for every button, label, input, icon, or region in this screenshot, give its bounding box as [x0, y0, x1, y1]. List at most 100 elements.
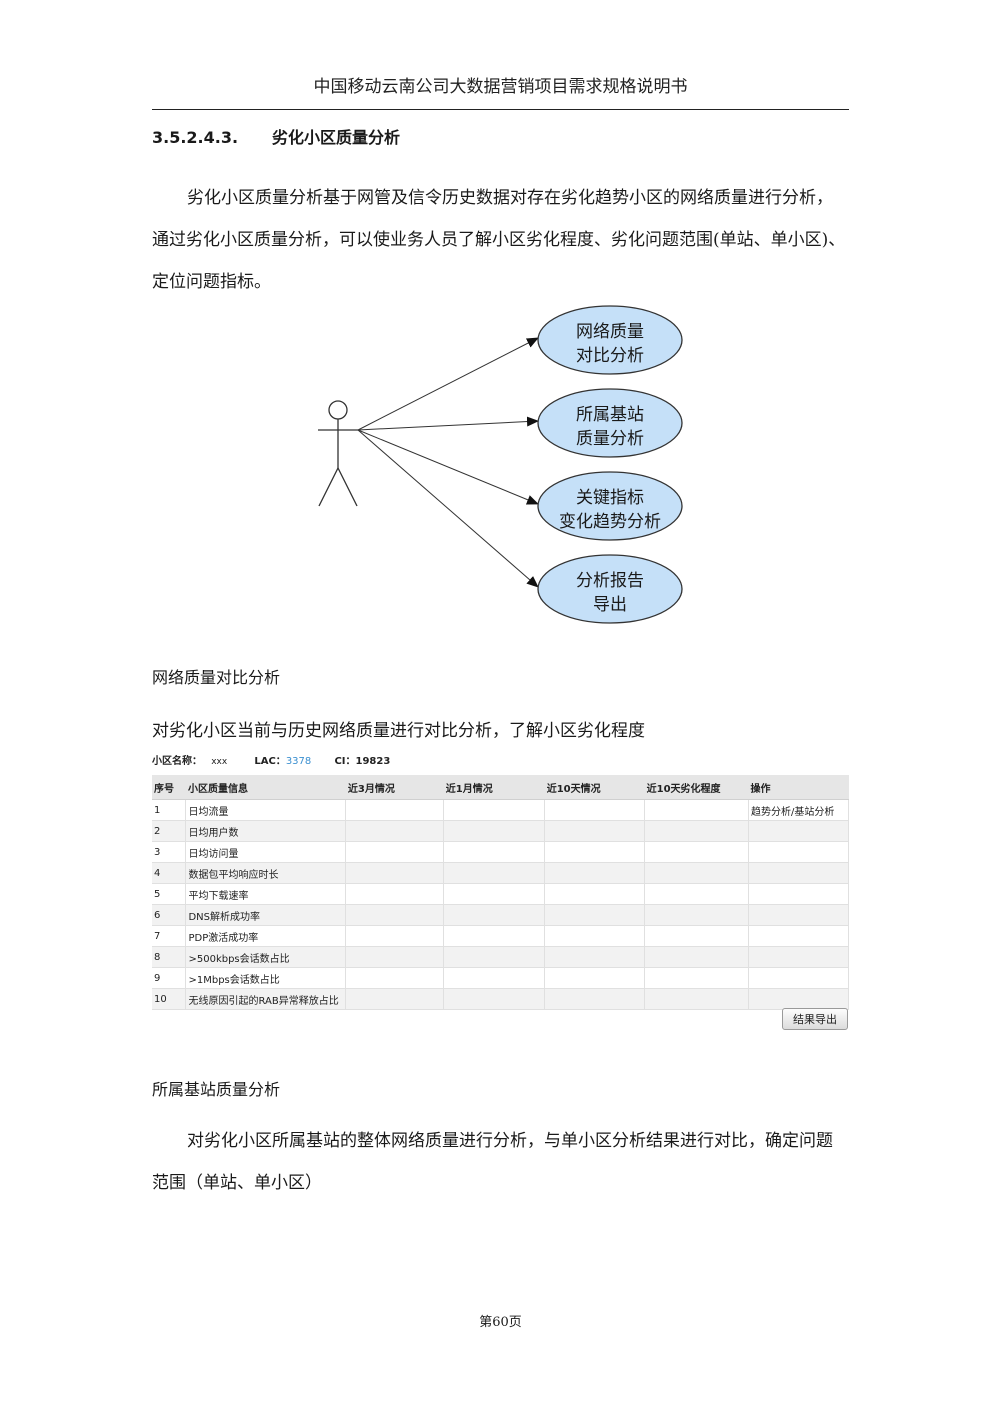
row-index: 3: [152, 841, 187, 863]
row-action: [748, 841, 849, 863]
row-quality-info: DNS解析成功率: [185, 904, 347, 926]
use-case-ellipse: [537, 554, 683, 624]
actor-figure: [318, 400, 358, 507]
use-case-label-line-1: 分析报告: [576, 571, 644, 591]
use-case-ellipse: [537, 471, 683, 541]
row-index: 1: [152, 799, 187, 821]
cell-10-day-degradation: [644, 820, 750, 842]
cell-1-month: [443, 925, 546, 947]
subsection-title-base-station: 所属基站质量分析: [152, 1080, 281, 1099]
use-case-1: 网络质量对比分析: [537, 305, 683, 375]
row-quality-info: 数据包平均响应时长: [185, 862, 347, 884]
row-quality-info: 无线原因引起的RAB异常释放占比: [185, 988, 347, 1010]
use-case-2: 所属基站质量分析: [537, 388, 683, 458]
cell-10-day-degradation: [644, 904, 750, 926]
table-row: 9>1Mbps会话数占比: [152, 967, 849, 989]
cell-3-months: [345, 799, 445, 821]
ci-label: CI：: [334, 756, 356, 767]
cell-3-months: [345, 883, 445, 905]
cell-3-months: [345, 925, 445, 947]
row-action: [748, 862, 849, 884]
row-quality-info: 日均访问量: [185, 841, 347, 863]
row-quality-info: 日均用户数: [185, 820, 347, 842]
row-index: 7: [152, 925, 187, 947]
cell-10-day-degradation: [644, 967, 750, 989]
row-index: 9: [152, 967, 187, 989]
intro-line-2: 通过劣化小区质量分析，可以使业务人员了解小区劣化程度、劣化问题范围(单站、单小区…: [152, 230, 846, 250]
cell-1-month: [443, 883, 546, 905]
section-title: 劣化小区质量分析: [272, 128, 401, 147]
export-results-button[interactable]: 结果导出: [782, 1008, 848, 1030]
use-case-ellipse: [537, 388, 683, 458]
row-action[interactable]: 趋势分析/基站分析: [748, 799, 849, 821]
cell-3-months: [345, 988, 445, 1010]
row-index: 8: [152, 946, 187, 968]
cell-3-months: [345, 841, 445, 863]
row-index: 5: [152, 883, 187, 905]
cell-10-days: [544, 883, 646, 905]
cell-1-month: [443, 904, 546, 926]
cell-10-days: [544, 862, 646, 884]
cell-10-days: [544, 820, 646, 842]
table-header-row: 序号 小区质量信息 近3月情况 近1月情况 近10天情况 近10天劣化程度 操作: [152, 775, 849, 800]
cell-10-days: [544, 946, 646, 968]
col-header-1-month: 近1月情况: [443, 775, 545, 800]
row-action: [748, 946, 849, 968]
use-case-label-line-2: 变化趋势分析: [559, 512, 661, 532]
cell-10-day-degradation: [644, 841, 750, 863]
base-station-desc-line-1: 对劣化小区所属基站的整体网络质量进行分析，与单小区分析结果进行对比，确定问题: [187, 1131, 833, 1151]
use-case-label-line-1: 关键指标: [576, 488, 644, 508]
use-case-ellipse: [537, 305, 683, 375]
arrow-to-use-case-2: [357, 416, 539, 431]
cell-name-value: xxx: [211, 757, 228, 767]
network-quality-desc: 对劣化小区当前与历史网络质量进行对比分析，了解小区劣化程度: [152, 721, 645, 741]
cell-10-days: [544, 925, 646, 947]
cell-10-day-degradation: [644, 946, 750, 968]
col-header-idx: 序号: [152, 775, 186, 800]
ci-value: 19823: [355, 756, 391, 767]
lac-value[interactable]: 3378: [285, 756, 312, 767]
base-station-desc: 对劣化小区所属基站的整体网络质量进行分析，与单小区分析结果进行对比，确定问题 范…: [152, 1120, 849, 1204]
actor-right-leg: [337, 467, 358, 507]
arrow-to-use-case-1: [357, 337, 539, 431]
quality-table: 序号 小区质量信息 近3月情况 近1月情况 近10天情况 近10天劣化程度 操作…: [152, 775, 849, 1010]
cell-10-days: [544, 841, 646, 863]
row-quality-info: >1Mbps会话数占比: [185, 967, 347, 989]
row-index: 6: [152, 904, 187, 926]
row-action: [748, 925, 849, 947]
cell-1-month: [443, 841, 546, 863]
cell-10-day-degradation: [644, 883, 750, 905]
row-index: 2: [152, 820, 187, 842]
document-header: 中国移动云南公司大数据营销项目需求规格说明书: [313, 77, 688, 97]
row-quality-info: 平均下载速率: [185, 883, 347, 905]
row-index: 4: [152, 862, 187, 884]
table-row: 8>500kbps会话数占比: [152, 946, 849, 968]
row-index: 10: [152, 988, 187, 1010]
cell-3-months: [345, 967, 445, 989]
cell-info-bar: 小区名称： xxx LAC：3378 CI：19823: [152, 752, 390, 767]
cell-10-days: [544, 988, 646, 1010]
col-header-10-day-degradation: 近10天劣化程度: [644, 775, 749, 800]
use-case-label-line-1: 网络质量: [576, 322, 644, 342]
col-header-10-days: 近10天情况: [544, 775, 645, 800]
use-case-label-line-2: 对比分析: [576, 346, 644, 366]
col-header-quality-info: 小区质量信息: [185, 775, 346, 800]
row-action: [748, 967, 849, 989]
cell-3-months: [345, 862, 445, 884]
col-header-action: 操作: [748, 775, 849, 800]
row-quality-info: >500kbps会话数占比: [185, 946, 347, 968]
row-quality-info: PDP激活成功率: [185, 925, 347, 947]
cell-10-day-degradation: [644, 862, 750, 884]
intro-line-3: 定位问题指标。: [152, 272, 271, 292]
section-number: 3.5.2.4.3.: [152, 128, 239, 147]
cell-10-days: [544, 799, 646, 821]
cell-10-days: [544, 967, 646, 989]
